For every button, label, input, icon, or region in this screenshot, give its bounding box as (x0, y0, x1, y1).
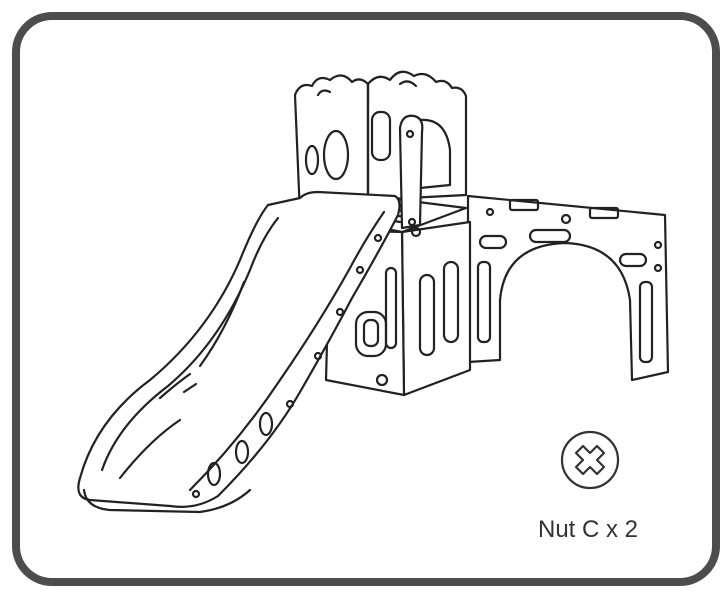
slide-chute (77, 190, 401, 514)
tower-back-wall (293, 70, 468, 217)
slide-rail-left (158, 280, 246, 400)
part-quantity-label: Nut C x 2 (538, 516, 639, 543)
right-arch-panel (466, 194, 670, 382)
phillips-screw-head-icon (560, 430, 620, 490)
tower-handle (398, 114, 424, 230)
